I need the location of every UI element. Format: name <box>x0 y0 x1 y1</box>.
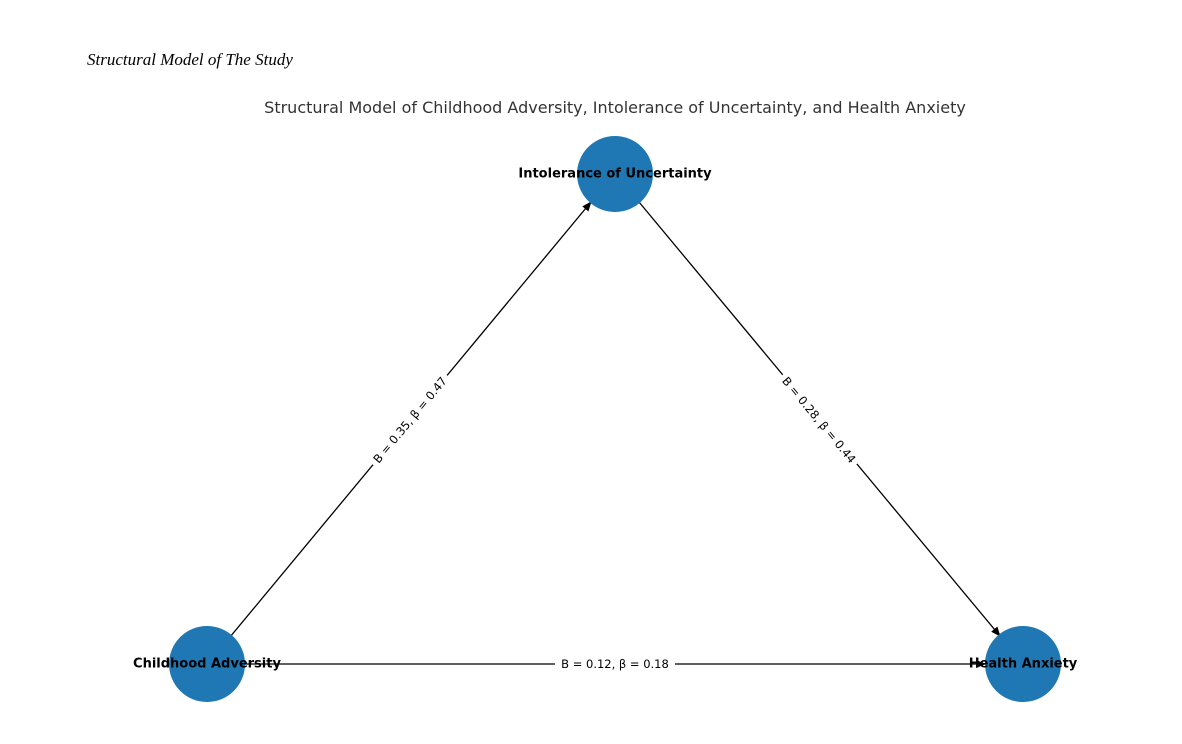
svg-text:B = 0.28, β = 0.44: B = 0.28, β = 0.44 <box>779 374 859 466</box>
edge-label-ca-ha: B = 0.12, β = 0.18 <box>555 655 675 673</box>
node-label-health-anxiety: Health Anxiety <box>969 657 1078 672</box>
node-intolerance-of-uncertainty <box>577 136 653 212</box>
edge-label-ca-iu: B = 0.35, β = 0.47 <box>366 369 454 471</box>
edge-label-iu-ha: B = 0.28, β = 0.44 <box>775 369 863 471</box>
figure-caption: Structural Model of The Study <box>87 50 293 69</box>
diagram-title: Structural Model of Childhood Adversity,… <box>264 98 966 117</box>
node-label-childhood-adversity: Childhood Adversity <box>133 657 281 672</box>
svg-text:B = 0.35, β = 0.47: B = 0.35, β = 0.47 <box>370 374 450 466</box>
svg-text:B = 0.12, β = 0.18: B = 0.12, β = 0.18 <box>561 657 669 671</box>
node-label-intolerance-of-uncertainty: Intolerance of Uncertainty <box>518 167 712 182</box>
node-health-anxiety <box>985 626 1061 702</box>
node-childhood-adversity <box>169 626 245 702</box>
